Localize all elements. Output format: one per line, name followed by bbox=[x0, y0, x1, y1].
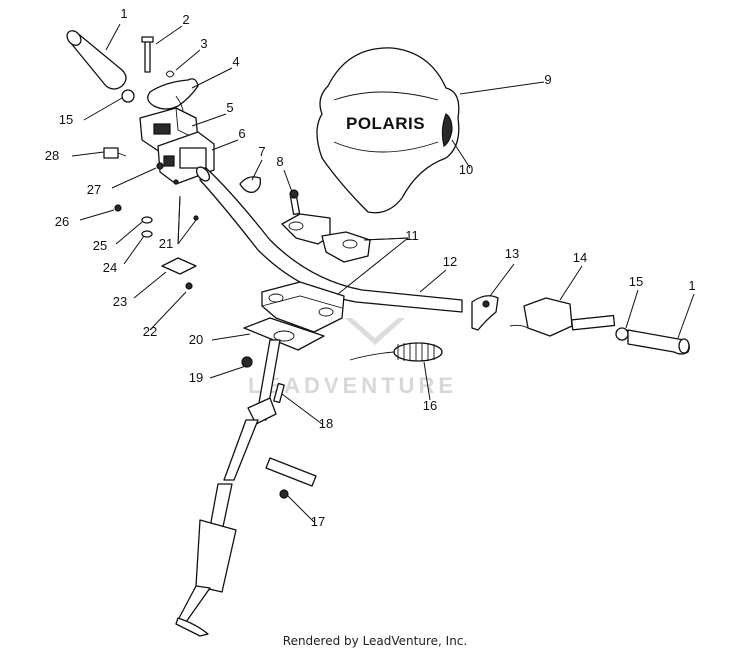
cable-clamp bbox=[239, 176, 262, 193]
callout-label-c26: 26 bbox=[55, 214, 69, 229]
callout-label-c27: 27 bbox=[87, 182, 101, 197]
callout-label-c15a: 15 bbox=[59, 112, 73, 127]
callout-label-c18: 18 bbox=[319, 416, 333, 431]
callout-label-c22: 22 bbox=[143, 324, 157, 339]
column-nut bbox=[241, 356, 253, 368]
callout-label-c1b: 1 bbox=[688, 278, 695, 293]
brake-lever bbox=[471, 295, 499, 331]
callout-label-c6: 6 bbox=[238, 126, 245, 141]
brand-label: POLARIS bbox=[346, 114, 425, 133]
callout-label-c8: 8 bbox=[276, 154, 283, 169]
callout-label-c20: 20 bbox=[189, 332, 203, 347]
callout-label-c3: 3 bbox=[200, 36, 207, 51]
pad-fastener bbox=[441, 113, 453, 147]
callout-leader-c2 bbox=[155, 25, 183, 45]
callout-leader-c1a bbox=[105, 23, 121, 51]
footer-credit: Rendered by LeadVenture, Inc. bbox=[282, 634, 468, 648]
callout-leader-c20 bbox=[211, 333, 251, 341]
callout-label-c7: 7 bbox=[258, 144, 265, 159]
callout-label-c1a: 1 bbox=[120, 6, 127, 21]
callout-label-c5: 5 bbox=[226, 100, 233, 115]
right-bushing bbox=[615, 327, 629, 341]
clamp-screw bbox=[289, 189, 301, 216]
callout-leader-c14 bbox=[559, 265, 583, 301]
callout-leader-c27 bbox=[111, 167, 157, 189]
callout-label-c4: 4 bbox=[232, 54, 239, 69]
callout-leader-c1b bbox=[677, 293, 695, 339]
callout-leader-c19 bbox=[209, 365, 247, 379]
lower-handlebar-clamp bbox=[261, 281, 345, 333]
callout-leader-c21 bbox=[177, 195, 181, 245]
callout-label-c25: 25 bbox=[93, 238, 107, 253]
callout-leader-c23 bbox=[133, 271, 167, 299]
left-bushing bbox=[121, 89, 135, 103]
callout-leader-c25 bbox=[115, 221, 143, 245]
callout-label-c2: 2 bbox=[182, 12, 189, 27]
callout-label-c24: 24 bbox=[103, 260, 117, 275]
steering-column bbox=[175, 339, 281, 637]
callout-label-c17: 17 bbox=[311, 514, 325, 529]
callout-leader-c13 bbox=[489, 263, 515, 297]
callout-leader-c21 bbox=[177, 219, 197, 245]
callout-leader-c3 bbox=[175, 49, 201, 71]
callout-leader-c15b bbox=[625, 289, 639, 329]
callout-leader-c6 bbox=[211, 139, 239, 151]
callout-leader-c4 bbox=[191, 67, 233, 89]
callout-label-c21: 21 bbox=[159, 236, 173, 251]
callout-label-c16: 16 bbox=[423, 398, 437, 413]
callout-leader-c8 bbox=[283, 169, 293, 193]
callout-leader-c22 bbox=[149, 291, 187, 331]
upper-handlebar-clamp bbox=[281, 213, 371, 263]
heater-coil bbox=[349, 342, 443, 362]
callout-leader-c28 bbox=[71, 151, 105, 157]
callout-leader-c12 bbox=[419, 269, 447, 293]
callout-label-c14: 14 bbox=[573, 250, 587, 265]
small-hardware bbox=[114, 162, 199, 290]
callout-label-c19: 19 bbox=[189, 370, 203, 385]
callout-label-c28: 28 bbox=[45, 148, 59, 163]
callout-leader-c5 bbox=[191, 113, 227, 127]
callout-label-c9: 9 bbox=[544, 72, 551, 87]
steering-shaft bbox=[265, 457, 317, 499]
callout-leader-c11 bbox=[363, 237, 409, 241]
callout-label-c23: 23 bbox=[113, 294, 127, 309]
callout-label-c10: 10 bbox=[459, 162, 473, 177]
bracket-screw bbox=[103, 147, 127, 159]
left-grip bbox=[66, 30, 127, 90]
callout-leader-c24 bbox=[123, 235, 145, 265]
column-bolt bbox=[273, 382, 285, 404]
right-grip bbox=[627, 329, 690, 355]
right-switch-housing bbox=[509, 297, 616, 337]
retaining-clip bbox=[165, 70, 175, 78]
callout-label-c11: 11 bbox=[405, 228, 419, 243]
pivot-pin bbox=[141, 36, 154, 73]
callout-leader-c26 bbox=[79, 209, 115, 221]
callout-leader-c17 bbox=[287, 495, 315, 523]
callout-leader-c15a bbox=[83, 97, 123, 121]
callout-leader-c7 bbox=[251, 159, 263, 181]
callout-label-c13: 13 bbox=[505, 246, 519, 261]
callout-label-c15b: 15 bbox=[629, 274, 643, 289]
callout-leader-c9 bbox=[459, 81, 545, 95]
handlebar-tube bbox=[195, 166, 463, 313]
callout-leader-c10 bbox=[451, 139, 471, 169]
callout-leader-c18 bbox=[281, 393, 323, 425]
callout-leader-c11 bbox=[337, 237, 409, 295]
callout-label-c12: 12 bbox=[443, 254, 457, 269]
handlebar-pad: POLARIS bbox=[316, 47, 460, 214]
callout-leader-c16 bbox=[423, 361, 431, 401]
